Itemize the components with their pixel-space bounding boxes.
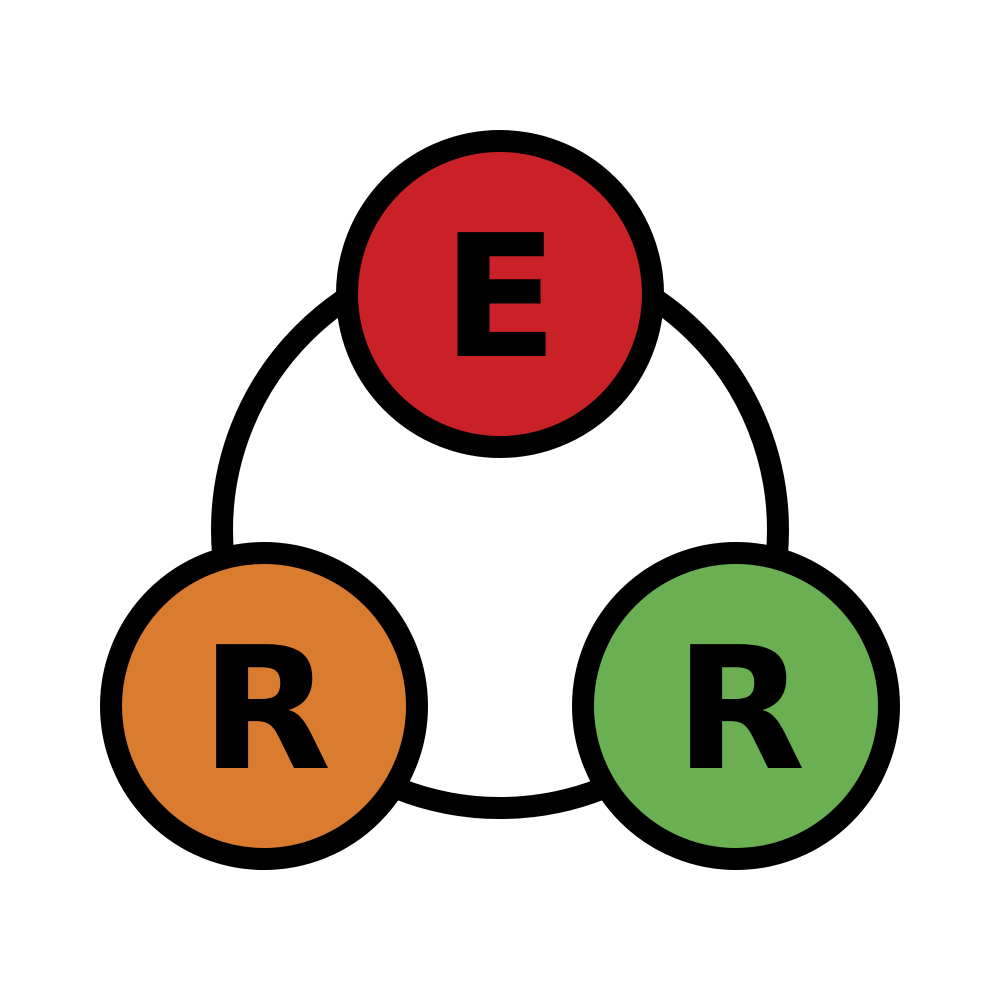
node-bottom-right: R xyxy=(572,542,900,870)
node-top: E xyxy=(336,130,664,458)
node-top-label: E xyxy=(442,199,558,397)
node-bottom-left-circle xyxy=(100,542,428,870)
node-bottom-left-label: R xyxy=(201,611,332,809)
node-bottom-left: R xyxy=(100,542,428,870)
node-bottom-right-circle xyxy=(572,542,900,870)
node-bottom-right-label: R xyxy=(675,611,806,809)
node-top-circle xyxy=(336,130,664,458)
